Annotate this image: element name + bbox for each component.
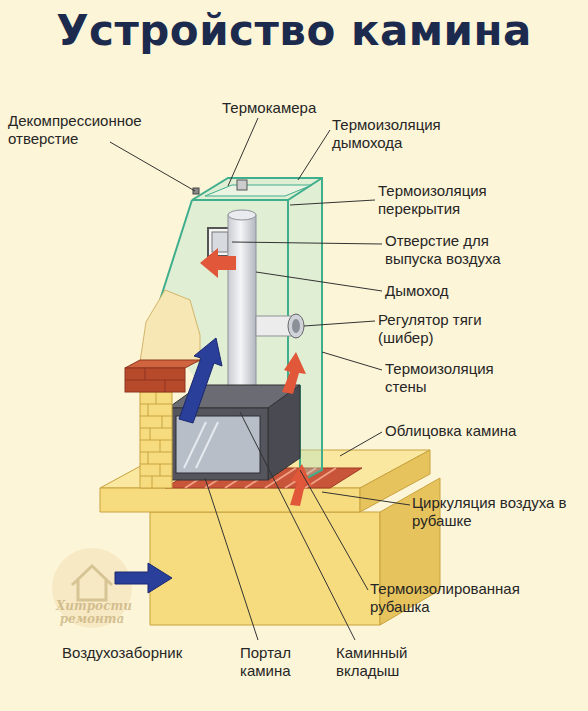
callout-label: Каминный вкладыш <box>336 644 436 679</box>
intake-arrow <box>115 563 172 593</box>
pipe-cap <box>237 180 247 190</box>
leader-line <box>322 492 410 505</box>
mantel-joints <box>125 368 185 392</box>
leader-line <box>110 142 195 191</box>
callout-label: Термоизоляция стены <box>385 360 515 395</box>
callout-label: Термоизолированная рубашка <box>370 580 542 615</box>
callout-label: Облицовка камина <box>385 422 565 440</box>
title: Устройство камина <box>0 6 588 55</box>
damper-knob <box>292 319 300 333</box>
insert-side <box>268 385 300 480</box>
plinth-front <box>150 512 380 625</box>
brick-joints <box>140 392 172 488</box>
thermochamber <box>205 185 312 196</box>
watermark-house <box>72 566 112 600</box>
leader-line <box>290 200 375 205</box>
brick-column <box>140 392 172 488</box>
callout-label: Отверстие для выпуска воздуха <box>385 232 535 267</box>
leader-line <box>340 432 382 456</box>
leader-line <box>304 321 375 326</box>
callout-label: Дымоход <box>385 282 535 300</box>
leader-line <box>232 242 382 244</box>
insert-glass <box>176 416 260 473</box>
callout-label: Термоизоляция перекрытия <box>378 182 518 217</box>
callout-label: Термокамера <box>222 99 362 117</box>
leader-lines <box>110 118 410 640</box>
callout-label: Регулятор тяги (шибер) <box>378 311 508 346</box>
callout-label: Декомпрессионное отверстие <box>8 112 173 147</box>
watermark: Хитрости ремонта <box>56 600 128 626</box>
air-outlet-grille <box>212 232 228 252</box>
chimney-pipe <box>228 215 256 387</box>
leader-line <box>298 130 330 180</box>
callout-label: Воздухозаборник <box>62 644 232 662</box>
chimney-top <box>228 210 256 220</box>
hot-air-arrow <box>200 248 236 278</box>
leader-line <box>228 118 258 186</box>
callout-label: Циркуляция воздуха в рубашке <box>412 494 582 529</box>
leader-line <box>300 470 368 590</box>
damper-end <box>288 314 304 338</box>
leader-line <box>322 352 382 370</box>
decompression-hole <box>193 188 199 194</box>
callout-label: Портал камина <box>240 644 320 679</box>
leader-line <box>205 478 258 640</box>
cold-air-arrow <box>179 338 222 423</box>
watermark-circle <box>52 548 132 628</box>
callout-label: Термоизоляция дымохода <box>332 116 472 151</box>
leader-line <box>256 272 382 291</box>
glass-glare <box>184 422 218 468</box>
hearth-front <box>100 488 360 512</box>
hot-air-arrow <box>282 352 306 394</box>
leader-line <box>240 412 355 640</box>
cover-panel <box>140 290 200 362</box>
mantel-top <box>125 360 200 368</box>
mantel-front <box>125 368 185 392</box>
